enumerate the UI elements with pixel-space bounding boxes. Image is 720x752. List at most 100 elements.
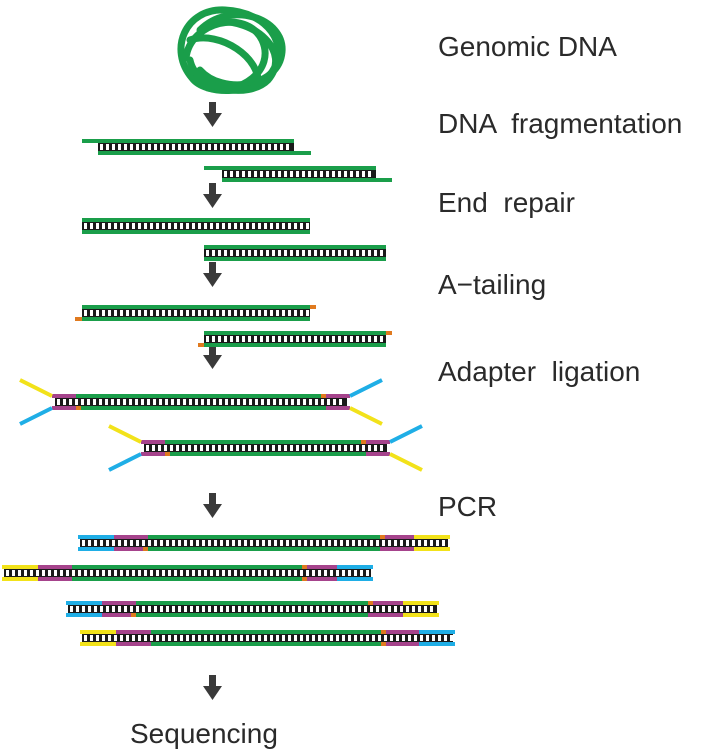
- base-pair: [354, 635, 357, 641]
- adapter-end: [414, 535, 450, 539]
- base-pair: [288, 570, 291, 576]
- base-pair: [168, 570, 171, 576]
- base-pair: [282, 635, 285, 641]
- base-pair: [336, 570, 339, 576]
- base-pair: [189, 399, 192, 405]
- base-pair: [364, 606, 367, 612]
- base-pair: [230, 171, 233, 177]
- base-pair: [276, 310, 279, 316]
- base-pair: [264, 570, 267, 576]
- base-pair: [186, 570, 189, 576]
- base-pair: [284, 445, 287, 451]
- base-pair: [87, 399, 90, 405]
- base-pair: [156, 635, 159, 641]
- a-tailed-fragment: [75, 305, 316, 321]
- adapter-end: [78, 535, 114, 539]
- base-pair: [338, 250, 341, 256]
- base-pair: [230, 336, 233, 342]
- a-tailed-fragment: [198, 331, 392, 347]
- base-pair: [166, 144, 169, 150]
- base-pair: [368, 171, 371, 177]
- base-pair: [326, 445, 329, 451]
- base-pairs: [144, 444, 387, 452]
- base-pair: [201, 399, 204, 405]
- base-pair: [160, 540, 163, 546]
- base-pair: [312, 570, 315, 576]
- base-pair: [310, 606, 313, 612]
- base-pair: [206, 445, 209, 451]
- base-pair: [264, 635, 267, 641]
- adapter-stem: [302, 577, 337, 581]
- genomic-dna-coil-strand: [186, 34, 262, 90]
- base-pair: [296, 445, 299, 451]
- adapter-stem: [326, 406, 350, 410]
- base-pair: [224, 336, 227, 342]
- base-pair: [132, 635, 135, 641]
- adapter-stem: [116, 642, 151, 646]
- base-pair: [288, 310, 291, 316]
- base-pair: [150, 223, 153, 229]
- base-pair: [296, 336, 299, 342]
- a-overhang: [165, 452, 170, 456]
- base-pair: [88, 540, 91, 546]
- base-pair: [298, 540, 301, 546]
- base-pair: [196, 606, 199, 612]
- base-pair: [314, 171, 317, 177]
- base-pair: [344, 250, 347, 256]
- base-pair: [204, 223, 207, 229]
- base-pair: [54, 570, 57, 576]
- base-pair: [356, 336, 359, 342]
- base-pair: [266, 445, 269, 451]
- base-pair: [138, 570, 141, 576]
- base-pair: [356, 171, 359, 177]
- base-pair: [262, 606, 265, 612]
- base-pair: [176, 445, 179, 451]
- base-pair: [130, 144, 133, 150]
- base-pair: [120, 310, 123, 316]
- adapter-end: [80, 642, 116, 646]
- base-pair: [406, 606, 409, 612]
- step-label-a-tailing: A−tailing: [438, 269, 547, 300]
- base-pair: [242, 250, 245, 256]
- base-pair: [340, 606, 343, 612]
- base-pair: [144, 635, 147, 641]
- base-pair: [106, 606, 109, 612]
- adapter-stem: [38, 565, 72, 569]
- base-pair: [226, 540, 229, 546]
- base-pair: [18, 570, 21, 576]
- base-pair: [136, 540, 139, 546]
- base-pair: [180, 223, 183, 229]
- insert: [148, 535, 380, 539]
- a-overhang: [75, 317, 82, 321]
- base-pairs: [82, 222, 310, 230]
- top-strand: [204, 245, 386, 249]
- base-pair: [356, 445, 359, 451]
- insert: [151, 630, 386, 634]
- a-overhang: [302, 577, 307, 581]
- a-overhang: [386, 331, 392, 335]
- base-pair: [186, 635, 189, 641]
- base-pair: [310, 540, 313, 546]
- base-pair: [216, 570, 219, 576]
- base-pair: [362, 445, 365, 451]
- adapter-arm-blue: [349, 378, 383, 398]
- adapter-arm-blue: [19, 406, 53, 426]
- pcr-product: [80, 630, 455, 646]
- base-pair: [78, 570, 81, 576]
- base-pair: [168, 223, 171, 229]
- base-pair: [346, 606, 349, 612]
- base-pair: [350, 445, 353, 451]
- base-pair: [230, 250, 233, 256]
- base-pair: [234, 570, 237, 576]
- base-pair: [324, 635, 327, 641]
- base-pair: [308, 250, 311, 256]
- a-overhang: [198, 343, 204, 347]
- base-pair: [354, 570, 357, 576]
- a-tailed-dna: [75, 305, 392, 347]
- dna-fragment: [204, 245, 386, 261]
- base-pair: [246, 310, 249, 316]
- base-pair: [224, 250, 227, 256]
- base-pair: [272, 445, 275, 451]
- base-pair: [312, 635, 315, 641]
- base-pair: [264, 223, 267, 229]
